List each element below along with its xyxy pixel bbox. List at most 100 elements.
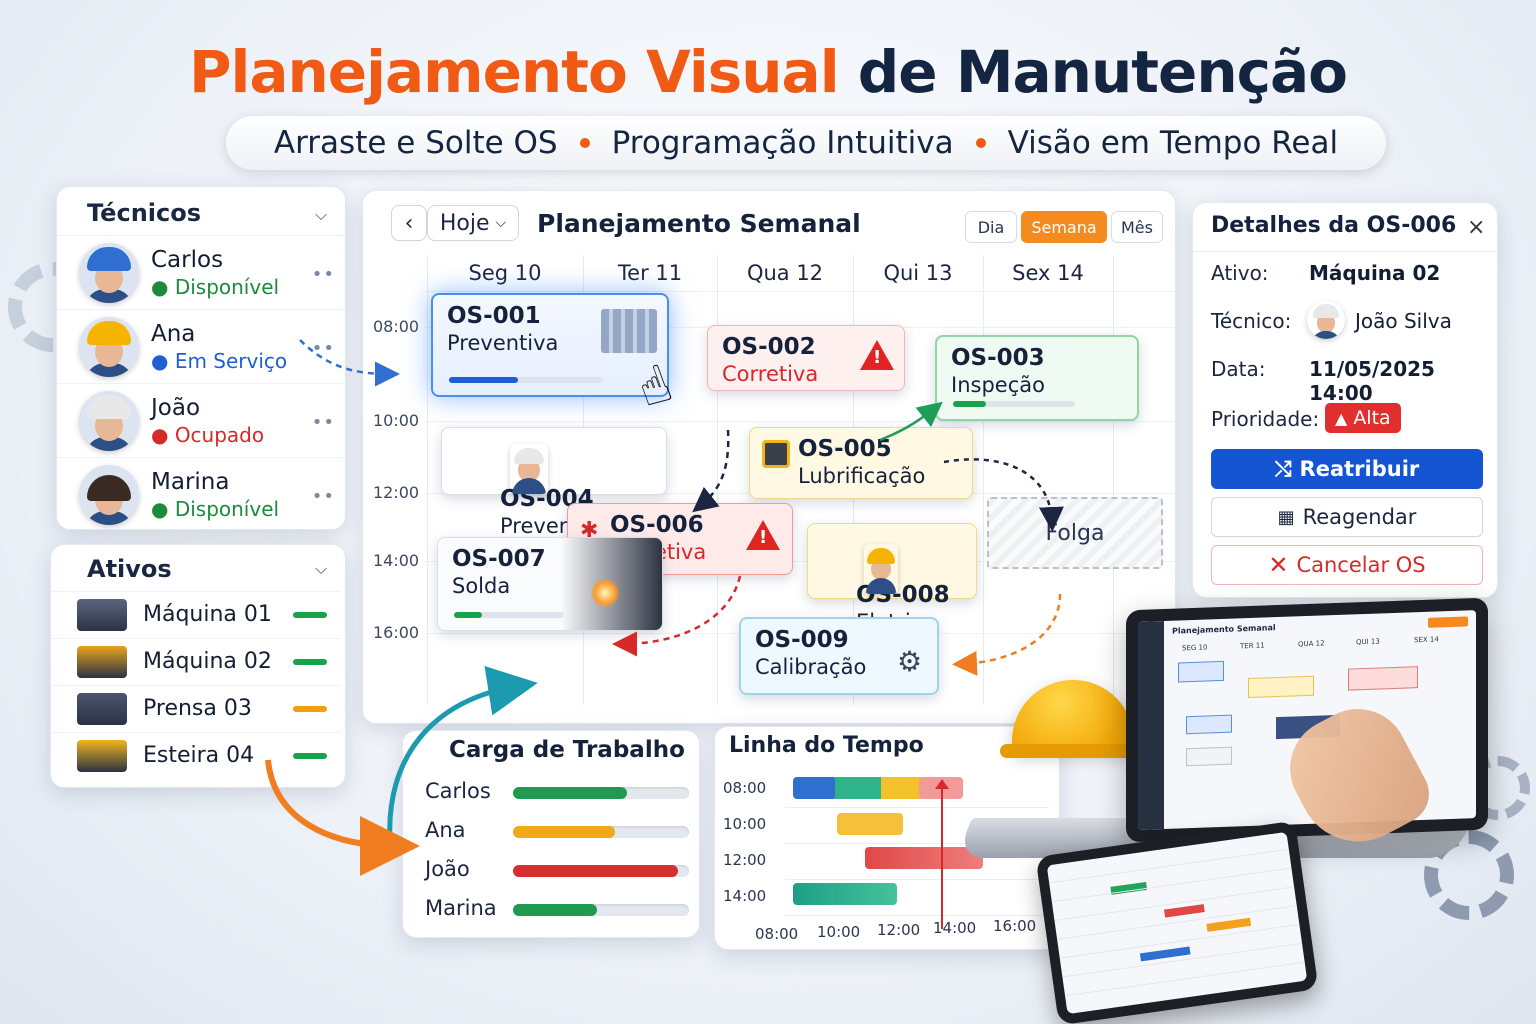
view-month-tab[interactable]: Mês <box>1111 211 1163 243</box>
day-header: Qui 13 <box>883 261 953 285</box>
timeline-bar <box>793 883 897 905</box>
time-label: 16:00 <box>373 623 420 642</box>
status-dot-icon: ● <box>151 348 169 373</box>
more-options-icon[interactable]: •• <box>311 264 335 285</box>
work-order-os-005[interactable]: OS-005 Lubrificação <box>749 427 973 499</box>
workload-name: Carlos <box>425 779 491 803</box>
work-order-os-004[interactable]: OS-004 Preventiva <box>441 427 667 538</box>
timeline-title: Linha do Tempo <box>729 733 924 758</box>
timeline-x-label: 08:00 <box>755 925 799 943</box>
workload-fill <box>513 904 598 916</box>
hard-hat-brim <box>1000 744 1150 758</box>
technician-status: ● Disponível <box>151 497 279 521</box>
weekly-calendar: ‹ Hoje⌵ Planejamento Semanal Dia Semana … <box>362 190 1176 724</box>
laptop-day-header: TER 11 <box>1240 641 1265 651</box>
work-order-os-003[interactable]: OS-003 Inspeção <box>935 335 1139 421</box>
technician-name: João <box>151 394 201 421</box>
work-order-type: Calibração <box>755 655 867 679</box>
asset-name: Máquina 01 <box>143 602 272 627</box>
view-week-tab[interactable]: Semana <box>1021 211 1107 243</box>
status-dot-icon: ● <box>151 274 169 299</box>
work-order-os-002[interactable]: OS-002 Corretiva ! <box>707 325 905 391</box>
technician-name: Carlos <box>151 246 224 273</box>
technician-item[interactable]: João ● Ocupado •• <box>57 383 345 457</box>
timeline-y-label: 12:00 <box>723 851 767 869</box>
helmet <box>87 246 131 271</box>
timeline-y-label: 14:00 <box>723 887 767 905</box>
more-options-icon[interactable]: •• <box>311 412 335 433</box>
laptop-day-header: SEX 14 <box>1414 635 1439 645</box>
grid-line <box>983 255 984 705</box>
time-label: 08:00 <box>373 317 420 336</box>
details-title: Detalhes da OS-006 <box>1211 213 1457 238</box>
avatar-body <box>85 510 133 525</box>
avatar <box>79 390 139 451</box>
tablet-grid <box>1046 831 1308 1015</box>
asset-item[interactable]: Prensa 03 <box>51 685 341 731</box>
progress-fill <box>953 401 986 407</box>
close-icon[interactable]: × <box>1467 215 1486 240</box>
technician-item[interactable]: Ana ● Em Serviço •• <box>57 309 345 383</box>
today-label: Hoje <box>439 210 490 236</box>
technician-status-text: Disponível <box>174 274 280 299</box>
view-day-tab[interactable]: Dia <box>965 211 1017 243</box>
cancel-os-button[interactable]: ✕ Cancelar OS <box>1211 545 1483 585</box>
work-order-os-008[interactable]: OS-008 Eletrica <box>807 523 977 634</box>
gear-icon: ⚙ <box>897 645 923 678</box>
chevron-down-icon[interactable]: ⌵ <box>315 559 328 578</box>
feature-item: Visão em Tempo Real <box>1007 125 1339 161</box>
laptop-task <box>1178 660 1224 683</box>
assets-title: Ativos <box>87 555 172 583</box>
work-order-id: OS-005 <box>798 436 892 462</box>
timeline-x-label: 14:00 <box>933 919 977 937</box>
timeline-bar <box>865 847 983 869</box>
technician-value: João Silva <box>1355 309 1452 333</box>
grid-line <box>425 421 1175 422</box>
reassign-button[interactable]: ⤭Reatribuir <box>1211 449 1483 489</box>
priority-badge: ▲Alta <box>1325 403 1401 433</box>
today-button[interactable]: Hoje⌵ <box>427 205 519 241</box>
work-order-type: Corretiva <box>722 362 819 386</box>
previous-week-button[interactable]: ‹ <box>391 205 427 241</box>
close-icon: ✕ <box>1268 551 1289 579</box>
reschedule-button[interactable]: ▦Reagendar <box>1211 497 1483 537</box>
date-label: Data: <box>1211 357 1266 381</box>
asset-item[interactable]: Máquina 02 <box>51 638 341 684</box>
workload-bar <box>513 865 689 877</box>
more-options-icon[interactable]: •• <box>311 338 335 359</box>
grid-line <box>425 561 1175 562</box>
workload-name: Marina <box>425 896 497 920</box>
workload-name: Ana <box>425 818 466 842</box>
work-order-os-007[interactable]: OS-007 Solda <box>437 537 663 631</box>
warning-icon: ▲ <box>1335 408 1348 428</box>
asset-item[interactable]: Esteira 04 <box>51 732 341 778</box>
time-label: 12:00 <box>373 483 420 502</box>
work-order-os-009[interactable]: OS-009 Calibração ⚙ <box>739 617 939 695</box>
more-options-icon[interactable]: •• <box>311 486 335 507</box>
laptop-task <box>1248 675 1314 699</box>
current-time-marker <box>941 785 943 929</box>
laptop-task <box>1348 666 1418 691</box>
warning-icon <box>746 520 780 550</box>
chevron-down-icon[interactable]: ⌵ <box>315 205 328 224</box>
avatar <box>79 316 139 377</box>
asset-item[interactable]: Máquina 01 <box>51 591 341 637</box>
technician-item[interactable]: Carlos ● Disponível •• <box>57 235 345 309</box>
grid-line <box>427 255 428 705</box>
priority-label: Prioridade: <box>1211 407 1320 431</box>
technician-item[interactable]: Marina ● Disponível •• <box>57 457 345 529</box>
asset-status-bar <box>293 658 327 665</box>
technician-status-text: Disponível <box>174 496 280 521</box>
avatar <box>864 544 898 594</box>
timeline-bar <box>881 777 921 799</box>
work-order-os-001[interactable]: OS-001 Preventiva <box>431 293 669 397</box>
work-order-details-panel: Detalhes da OS-006 × Ativo: Máquina 02 T… <box>1192 202 1499 598</box>
laptop-day-header: SEG 10 <box>1182 643 1208 653</box>
technician-status: ● Ocupado <box>151 423 264 447</box>
day-header: Seg 10 <box>468 261 542 285</box>
laptop-task <box>1186 746 1232 767</box>
machine-icon <box>77 739 127 772</box>
cancel-os-label: Cancelar OS <box>1296 553 1426 577</box>
laptop-sidebar <box>1138 620 1164 830</box>
progress-fill <box>449 377 519 383</box>
